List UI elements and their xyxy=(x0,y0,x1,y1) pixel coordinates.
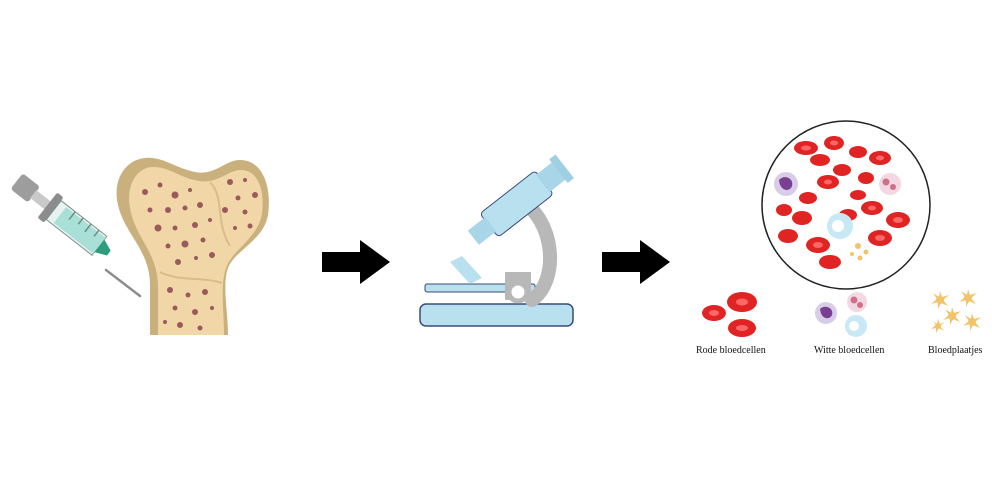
label-platelets: Bloedplaatjes xyxy=(928,345,983,356)
bone-marrow-icon xyxy=(116,157,269,335)
label-red-blood-cells: Rode bloedcellen xyxy=(696,345,766,356)
arrow-right-icon xyxy=(602,240,670,284)
red-blood-cells-icon xyxy=(702,292,757,337)
arrow-right-icon xyxy=(322,240,390,284)
label-white-blood-cells: Witte bloedcellen xyxy=(814,345,885,356)
syringe-icon xyxy=(11,174,142,298)
blood-smear-icon xyxy=(761,120,931,290)
white-blood-cells-icon xyxy=(815,292,867,337)
platelets-icon xyxy=(931,289,981,333)
microscope-icon xyxy=(419,154,574,327)
